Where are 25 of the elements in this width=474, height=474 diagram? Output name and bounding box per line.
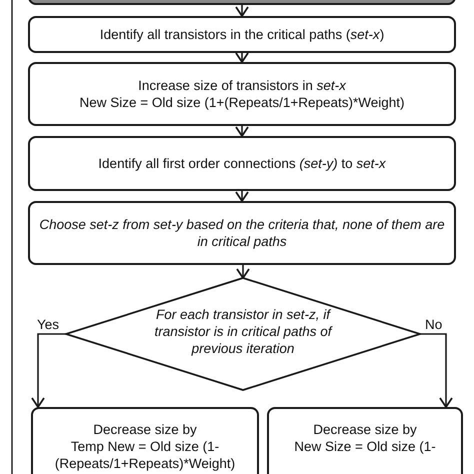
process-box — [28, 201, 456, 265]
arrow — [235, 191, 249, 202]
process-box — [267, 407, 463, 474]
arrow — [31, 333, 66, 408]
node-text: Identify all transistors in the critical paths (set-x) — [100, 26, 384, 43]
arrow — [420, 333, 453, 408]
node-text: New Size = Old size (1- — [294, 438, 436, 455]
node-text: Temp New = Old size (1- (Repeats/1+Repeats)*Weight) — [54, 438, 236, 472]
node-text: Decrease size by — [313, 421, 417, 438]
node-text: For each transistor in set-z, if transistor is in critical paths of previous iteration — [153, 306, 334, 356]
process-box — [31, 407, 259, 474]
arrow — [235, 126, 249, 137]
edge-label: Yes — [36, 317, 60, 332]
node-text: Increase size of transistors in set-x — [138, 77, 346, 94]
node-text: New Size = Old size (1+(Repeats/1+Repeats)*Weight) — [79, 94, 405, 111]
node-text: Decrease size by — [93, 421, 197, 438]
arrow — [235, 5, 249, 17]
arrow — [236, 265, 250, 279]
node-text: Identify all first order connections (set-y) to set-x — [98, 155, 386, 172]
process-box — [28, 16, 456, 53]
arrow — [235, 52, 249, 63]
edge-label: No — [424, 317, 444, 332]
node-text: Choose set-z from set-y based on the criteria that, none of them are in critical paths — [38, 216, 446, 250]
process-box — [28, 62, 456, 126]
process-box — [28, 136, 456, 191]
